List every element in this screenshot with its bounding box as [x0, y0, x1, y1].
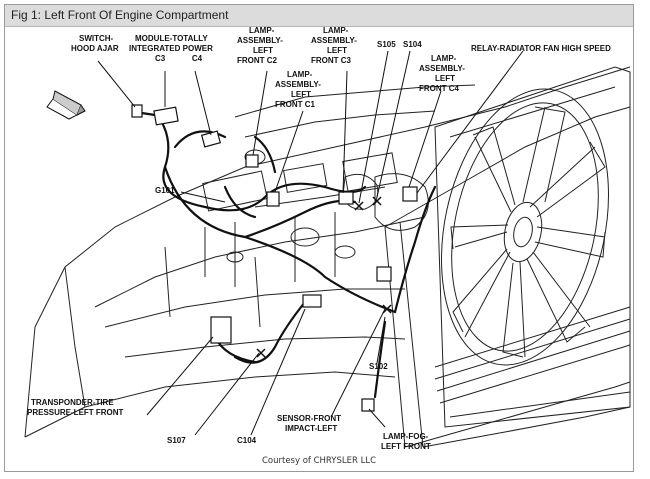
splice-s107-mark [256, 348, 266, 358]
label-s107: S107 [167, 436, 186, 445]
radiator-fan [434, 66, 631, 428]
label-lamp-c4-4: FRONT C4 [419, 84, 460, 93]
label-lamp-c2-4: FRONT C2 [237, 56, 278, 65]
connector-c4 [200, 130, 222, 148]
figure-frame: Fig 1: Left Front Of Engine Compartment [4, 4, 634, 472]
connector-lamp-c3 [338, 191, 354, 205]
connector-transponder [210, 316, 232, 344]
diagram-labels: SWITCH- HOOD AJAR MODULE-TOTALLY INTEGRA… [27, 27, 611, 451]
label-lamp-c4-3: LEFT [435, 74, 455, 83]
label-module-tip-3: C3 C4 [155, 54, 203, 63]
connector-lamp-c4 [402, 186, 418, 202]
connector-s102-area [376, 266, 392, 282]
label-g101: G101 [155, 186, 175, 195]
connector-c104 [302, 294, 322, 308]
label-lamp-c1-1: LAMP- [287, 70, 313, 79]
label-module-tip-1: MODULE-TOTALLY [135, 34, 208, 43]
label-sensor-2: IMPACT-LEFT [285, 424, 337, 433]
label-lamp-c1-2: ASSEMBLY- [275, 80, 321, 89]
label-module-tip-2: INTEGRATED POWER [129, 44, 213, 53]
label-lamp-c3-1: LAMP- [323, 27, 349, 35]
label-lamp-fog-2: LEFT FRONT [381, 442, 431, 451]
label-lamp-c3-3: LEFT [327, 46, 347, 55]
label-lamp-c2-1: LAMP- [249, 27, 275, 35]
label-switch-hood-ajar-1: SWITCH- [79, 34, 114, 43]
label-transponder-1: TRANSPONDER-TIRE [31, 398, 114, 407]
label-sensor-1: SENSOR-FRONT [277, 414, 341, 423]
leader-lines [97, 50, 524, 436]
connector-hood-ajar [131, 104, 143, 118]
wiring-harness [133, 110, 437, 399]
connector-lamp-c2 [245, 154, 259, 168]
connector-lamp-c1 [266, 191, 280, 207]
label-lamp-c1-4: FRONT C1 [275, 100, 316, 109]
label-s102: S102 [369, 362, 388, 371]
label-relay-fan: RELAY-RADIATOR FAN HIGH SPEED [471, 44, 611, 53]
label-s105: S105 [377, 40, 396, 49]
connector-c3 [153, 106, 179, 126]
figure-title-bar: Fig 1: Left Front Of Engine Compartment [5, 5, 633, 27]
label-switch-hood-ajar-2: HOOD AJAR [71, 44, 119, 53]
label-lamp-c4-2: ASSEMBLY- [419, 64, 465, 73]
connectors [131, 104, 418, 412]
label-lamp-c3-4: FRONT C3 [311, 56, 352, 65]
label-lamp-c2-3: LEFT [253, 46, 273, 55]
label-c104: C104 [237, 436, 257, 445]
figure-credit: Courtesy of CHRYSLER LLC [261, 456, 377, 466]
splice-s105-mark [354, 201, 364, 211]
splice-marks [256, 196, 392, 358]
label-transponder-2: PRESSURE-LEFT FRONT [27, 408, 124, 417]
splice-s104-mark [372, 196, 382, 206]
connector-fog-lamp [361, 398, 375, 412]
label-lamp-c3-2: ASSEMBLY- [311, 36, 357, 45]
label-lamp-fog-1: LAMP-FOG- [383, 432, 429, 441]
label-lamp-c1-3: LEFT [291, 90, 311, 99]
splice-s102-mark [382, 304, 392, 314]
engine-compartment-diagram: SWITCH- HOOD AJAR MODULE-TOTALLY INTEGRA… [24, 27, 631, 451]
label-lamp-c2-2: ASSEMBLY- [237, 36, 283, 45]
figure-title: Fig 1: Left Front Of Engine Compartment [11, 8, 229, 22]
label-s104: S104 [403, 40, 422, 49]
label-lamp-c4-1: LAMP- [431, 54, 457, 63]
engine-line-art [24, 66, 631, 448]
front-direction-arrow [46, 90, 86, 120]
